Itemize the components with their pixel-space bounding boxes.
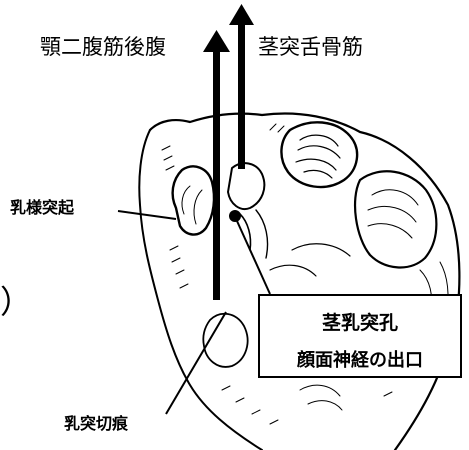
digastric-arrow-head xyxy=(203,30,230,52)
foramen-leader-line xyxy=(236,220,271,295)
stylohyoid-arrow-head xyxy=(229,4,254,25)
callout-subtitle: 顔面神経の出口 xyxy=(297,350,423,371)
right-lobe xyxy=(354,170,438,269)
skull-left-edge xyxy=(138,129,263,450)
foramen-marker xyxy=(229,210,241,222)
partial-bracket-glyph: ） xyxy=(0,283,33,321)
mastoid-process xyxy=(171,165,216,236)
styloid-region xyxy=(227,162,266,210)
digastric-posterior-belly-label: 顎二腹筋後腹 xyxy=(40,35,166,59)
mastoid-notch-label: 乳突切痕 xyxy=(64,414,129,433)
stylohyoid-arrow-shaft xyxy=(238,22,245,169)
mastoid-process-label: 乳様突起 xyxy=(10,198,75,217)
digastric-arrow-shaft xyxy=(213,42,220,300)
stylomastoid-foramen-callout: 茎乳突孔 顔面神経の出口 xyxy=(258,294,462,378)
lower-basal-region xyxy=(202,312,249,368)
callout-title: 茎乳突孔 xyxy=(321,312,398,334)
stylohyoid-muscle-label: 茎突舌骨筋 xyxy=(258,35,363,59)
condyle-region xyxy=(280,121,359,189)
skull-outline xyxy=(148,112,461,450)
mastoid-leader-line xyxy=(117,210,177,220)
groove-leader-line xyxy=(165,311,227,415)
